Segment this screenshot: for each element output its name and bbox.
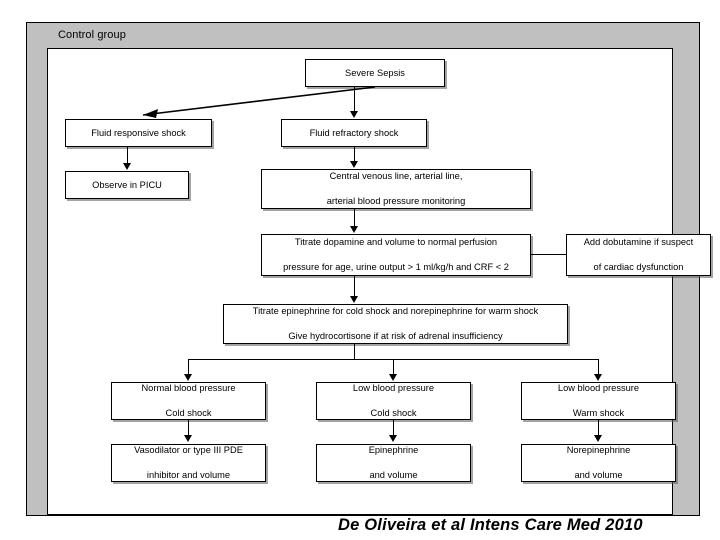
edge-sepsis-to-fluid-responsive (142, 86, 376, 118)
node-titrate-dopamine-line2: pressure for age, urine output > 1 ml/kg… (283, 262, 509, 273)
panel-title: Control group (58, 29, 126, 41)
node-central-lines: Central venous line, arterial line, arte… (261, 169, 531, 209)
node-normal-bp-cold-shock-line1: Normal blood pressure (141, 383, 236, 394)
flowchart-canvas: Severe Sepsis Fluid responsive shock Flu… (47, 48, 711, 515)
node-titrate-dopamine: Titrate dopamine and volume to normal pe… (261, 234, 531, 276)
node-low-bp-cold-shock: Low blood pressure Cold shock (316, 382, 471, 420)
node-low-bp-cold-shock-label: Low blood pressure Cold shock (320, 382, 467, 420)
node-add-dobutamine-line1: Add dobutamine if suspect (583, 237, 694, 248)
arrowhead-low-bp-warm (593, 374, 602, 381)
node-fluid-responsive-shock: Fluid responsive shock (65, 119, 212, 147)
node-add-dobutamine-label: Add dobutamine if suspect of cardiac dys… (570, 236, 707, 274)
node-central-lines-label: Central venous line, arterial line, arte… (265, 170, 527, 208)
node-vasodilator-line2: inhibitor and volume (146, 470, 231, 481)
node-severe-sepsis: Severe Sepsis (305, 59, 445, 87)
arrowhead-observe-picu (122, 163, 131, 170)
node-epinephrine: Epinephrine and volume (316, 444, 471, 482)
node-low-bp-warm-shock-label: Low blood pressure Warm shock (525, 382, 672, 420)
node-norepinephrine: Norepinephrine and volume (521, 444, 676, 482)
node-central-lines-line2: arterial blood pressure monitoring (326, 196, 466, 207)
node-severe-sepsis-label: Severe Sepsis (345, 67, 405, 78)
node-vasodilator-line1: Vasodilator or type III PDE (134, 445, 243, 456)
node-add-dobutamine-line2: of cardiac dysfunction (593, 262, 684, 273)
node-titrate-dopamine-line1: Titrate dopamine and volume to normal pe… (294, 237, 498, 248)
edge-epinephrine-stem (354, 344, 355, 359)
edge-central-lines-to-dopamine (354, 209, 355, 227)
edge-bus-to-normal-bp (188, 359, 189, 375)
edge-dopamine-to-dobutamine (531, 254, 566, 255)
edge-bus-to-low-bp-warm (598, 359, 599, 375)
arrowhead-normal-bp-cold (183, 374, 192, 381)
arrowhead-low-bp-cold (388, 374, 397, 381)
node-vasodilator: Vasodilator or type III PDE inhibitor an… (111, 444, 266, 482)
edge-fluid-refractory-to-central-lines (354, 147, 355, 162)
node-titrate-epinephrine-line2: Give hydrocortisone if at risk of adrena… (288, 331, 503, 342)
node-observe-in-picu-label: Observe in PICU (92, 179, 162, 190)
edge-low-bp-cold-to-epinephrine (393, 420, 394, 436)
arrowhead-fluid-refractory (349, 111, 358, 118)
arrowhead-central-lines (349, 161, 358, 168)
edge-fluid-responsive-to-picu (127, 147, 128, 164)
node-low-bp-warm-shock-line1: Low blood pressure (557, 383, 640, 394)
node-normal-bp-cold-shock: Normal blood pressure Cold shock (111, 382, 266, 420)
node-low-bp-cold-shock-line1: Low blood pressure (352, 383, 435, 394)
node-fluid-refractory-shock-label: Fluid refractory shock (309, 127, 399, 138)
edge-normal-bp-to-vasodilator (188, 420, 189, 436)
node-observe-in-picu: Observe in PICU (65, 171, 189, 199)
arrowhead-vasodilator (183, 435, 192, 442)
node-fluid-refractory-shock: Fluid refractory shock (281, 119, 427, 147)
arrowhead-titrate-epinephrine (349, 296, 358, 303)
edge-bus-to-low-bp-cold (393, 359, 394, 375)
node-fluid-responsive-shock-label: Fluid responsive shock (91, 127, 186, 138)
node-low-bp-cold-shock-line2: Cold shock (370, 408, 417, 419)
node-norepinephrine-line1: Norepinephrine (566, 445, 631, 456)
node-norepinephrine-line2: and volume (574, 470, 623, 481)
node-titrate-epinephrine-line1: Titrate epinephrine for cold shock and n… (252, 306, 539, 317)
node-epinephrine-line2: and volume (369, 470, 418, 481)
arrowhead-titrate-dopamine (349, 226, 358, 233)
arrowhead-norepinephrine (593, 435, 602, 442)
node-vasodilator-label: Vasodilator or type III PDE inhibitor an… (115, 444, 262, 482)
node-epinephrine-line1: Epinephrine (368, 445, 419, 456)
arrowhead-epinephrine (388, 435, 397, 442)
citation-text: De Oliveira et al Intens Care Med 2010 (338, 516, 643, 534)
node-titrate-dopamine-label: Titrate dopamine and volume to normal pe… (265, 236, 527, 274)
node-central-lines-line1: Central venous line, arterial line, (329, 171, 463, 182)
node-titrate-epinephrine: Titrate epinephrine for cold shock and n… (223, 304, 568, 344)
node-low-bp-warm-shock: Low blood pressure Warm shock (521, 382, 676, 420)
node-add-dobutamine: Add dobutamine if suspect of cardiac dys… (566, 234, 711, 276)
node-titrate-epinephrine-label: Titrate epinephrine for cold shock and n… (227, 305, 564, 343)
node-epinephrine-label: Epinephrine and volume (320, 444, 467, 482)
node-low-bp-warm-shock-line2: Warm shock (572, 408, 625, 419)
edge-sepsis-to-fluid-refractory (354, 87, 355, 112)
edge-dopamine-to-epinephrine-box (354, 276, 355, 296)
edge-low-bp-warm-to-norepinephrine (598, 420, 599, 436)
node-normal-bp-cold-shock-line2: Cold shock (165, 408, 212, 419)
node-normal-bp-cold-shock-label: Normal blood pressure Cold shock (115, 382, 262, 420)
node-norepinephrine-label: Norepinephrine and volume (525, 444, 672, 482)
